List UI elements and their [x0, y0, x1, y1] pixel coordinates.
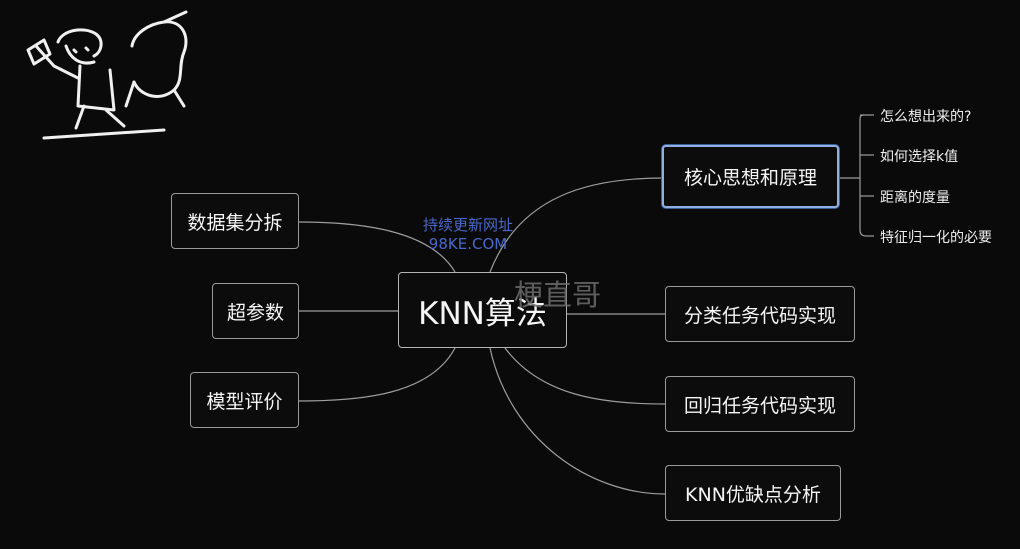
link-dataset-split	[298, 221, 456, 273]
sketch-illustration	[26, 10, 188, 140]
subnode-choose-k-label: 如何选择k值	[880, 149, 959, 165]
watermark-overlay: 梗直哥	[514, 278, 602, 312]
node-dataset-split-label: 数据集分拆	[187, 211, 283, 234]
center-node-knn[interactable]: KNN算法	[398, 272, 567, 348]
node-classification-code[interactable]: 分类任务代码实现	[665, 286, 855, 342]
subnode-distance-metric[interactable]: 距离的度量	[880, 187, 950, 207]
node-dataset-split[interactable]: 数据集分拆	[171, 193, 299, 249]
subnode-origin[interactable]: 怎么想出来的?	[880, 106, 971, 126]
node-knn-pros-cons-label: KNN优缺点分析	[685, 483, 821, 506]
sub-bracket	[859, 114, 867, 237]
subnode-choose-k[interactable]: 如何选择k值	[880, 146, 958, 166]
subnode-normalization-label: 特征归一化的必要	[880, 230, 992, 246]
node-classification-code-label: 分类任务代码实现	[683, 304, 836, 327]
watermark-line1: 持续更新网址	[422, 216, 513, 234]
node-regression-code-label: 回归任务代码实现	[683, 394, 836, 417]
watermark-line2: 98KE.COM	[428, 235, 508, 253]
center-node-label: KNN算法	[418, 295, 547, 332]
link-knn-pros-cons	[489, 347, 666, 495]
subnode-normalization[interactable]: 特征归一化的必要	[880, 227, 992, 247]
node-hyperparameters-label: 超参数	[226, 301, 284, 324]
node-regression-code[interactable]: 回归任务代码实现	[665, 376, 855, 432]
link-core-idea	[489, 177, 665, 273]
node-model-evaluation[interactable]: 模型评价	[190, 372, 299, 428]
node-model-evaluation-label: 模型评价	[206, 390, 283, 413]
subnode-origin-label: 怎么想出来的?	[880, 109, 972, 125]
link-regression	[504, 347, 666, 405]
watermark-url: 持续更新网址 98KE.COM	[408, 216, 528, 254]
link-model-evaluation	[298, 347, 456, 402]
node-core-idea-label: 核心思想和原理	[683, 167, 817, 189]
node-hyperparameters[interactable]: 超参数	[212, 283, 299, 339]
node-core-idea[interactable]: 核心思想和原理	[662, 145, 839, 208]
node-knn-pros-cons[interactable]: KNN优缺点分析	[665, 465, 841, 521]
subnode-distance-metric-label: 距离的度量	[880, 190, 950, 206]
